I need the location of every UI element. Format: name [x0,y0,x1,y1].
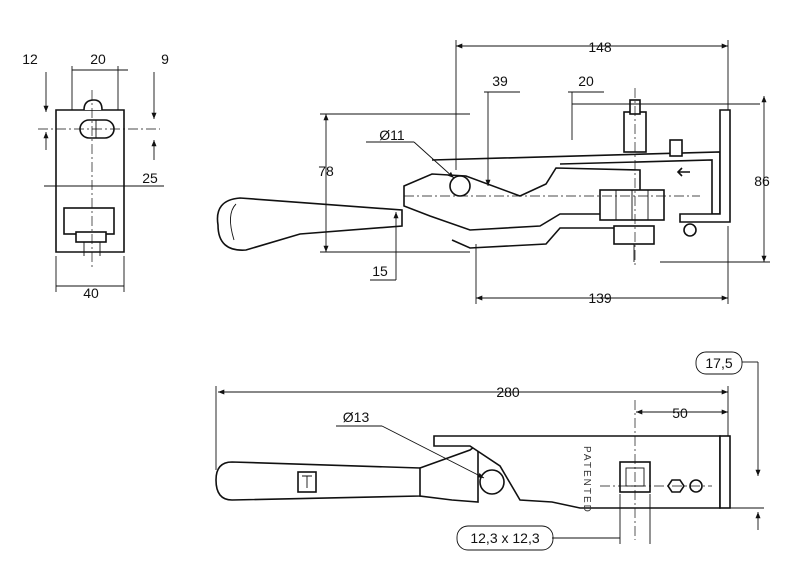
end-view-top-boss [83,99,103,111]
side-view-nut [613,225,655,245]
dim-label-20-end: 20 [90,51,106,67]
dim-label-15: 15 [372,263,388,279]
dim-label-40: 40 [83,285,99,301]
end-view [38,66,164,292]
dim-label-square-12-3: 12,3 x 12,3 [470,530,539,546]
side-view-bracket [679,109,731,223]
offset-dim-box [695,351,743,375]
dim-label-25: 25 [142,170,158,186]
side-view-handle [216,197,403,251]
dim-label-78: 78 [318,163,334,179]
patented-marking: PATENTED [581,446,592,514]
end-view-lower-block [63,207,115,235]
end-view-nut [75,231,107,243]
side-view [216,40,770,304]
top-view-pivot [479,469,505,495]
top-view-link [419,442,479,503]
top-view-bracket [719,435,731,509]
dim-label-20-side: 20 [578,73,594,89]
square-dim-box [456,525,554,551]
dim-label-17-5: 17,5 [705,355,732,371]
dim-label-280: 280 [496,384,520,400]
dim-label-148: 148 [588,39,612,55]
dim-label-139: 139 [588,290,612,306]
dim-label-12: 12 [22,51,38,67]
side-view-pivot [449,175,471,197]
dim-label-dia-11: Ø11 [379,127,405,143]
top-view-handle [215,461,441,501]
top-view [215,351,764,551]
dim-label-39: 39 [492,73,508,89]
dim-label-50: 50 [672,405,688,421]
dim-label-9: 9 [161,51,169,67]
dim-label-dia-13: Ø13 [343,409,370,425]
dim-label-86: 86 [754,173,770,189]
